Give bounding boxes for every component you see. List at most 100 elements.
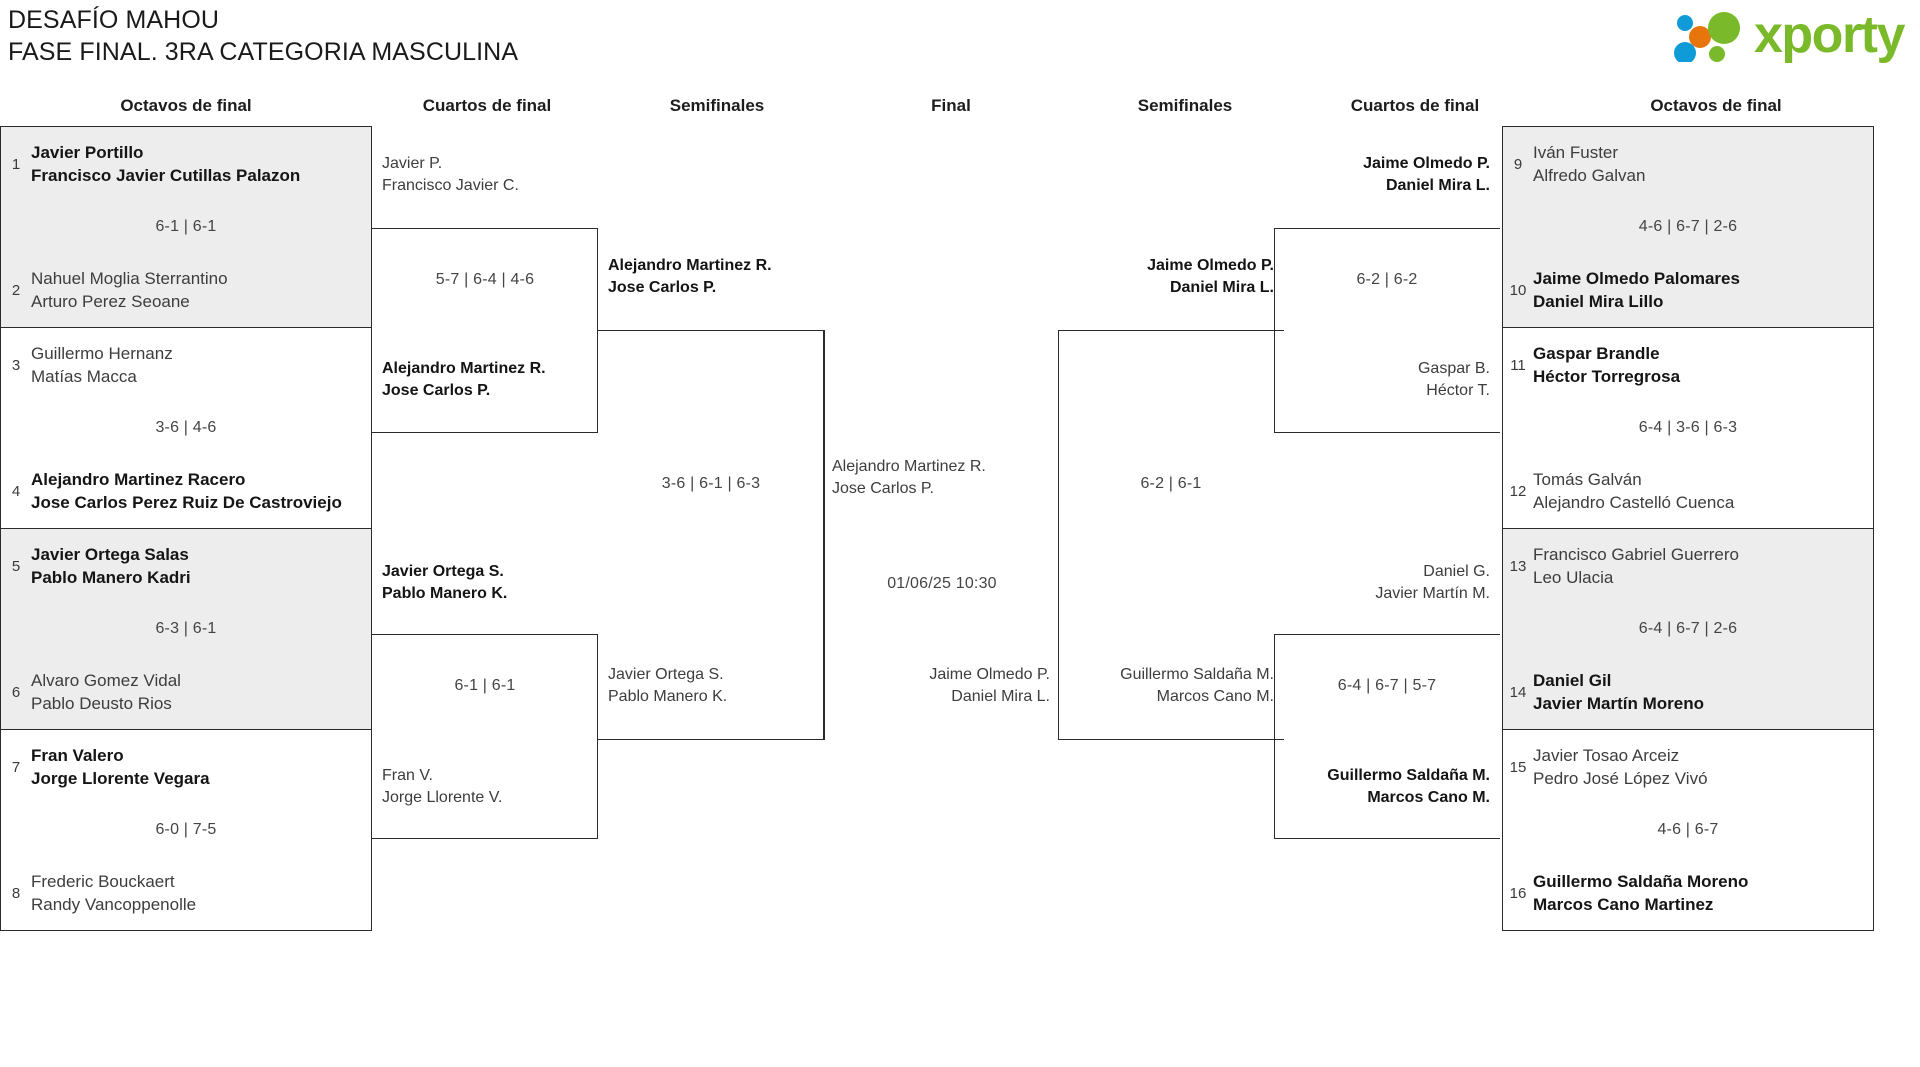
round-header-octavos-left: Octavos de final	[120, 96, 252, 115]
match-block[interactable]: 7 Fran Valero Jorge Llorente Vegara 6-0 …	[0, 729, 372, 931]
octavos-right-column: 9 Iván Fuster Alfredo Galvan 4-6 | 6-7 |…	[1502, 126, 1874, 931]
player-name: Jorge Llorente Vegara	[31, 769, 210, 788]
seed-number: 3	[11, 356, 21, 374]
team-row: 15 Javier Tosao Arceiz Pedro José López …	[1503, 744, 1873, 790]
match-block[interactable]: 15 Javier Tosao Arceiz Pedro José López …	[1502, 729, 1874, 931]
round-header-cuartos-right: Cuartos de final	[1350, 96, 1480, 115]
seed-number: 6	[11, 683, 21, 701]
cuartos-left-match1-score: 5-7 | 6-4 | 4-6	[372, 271, 598, 289]
team-row: 6 Alvaro Gomez Vidal Pablo Deusto Rios	[1, 669, 371, 715]
player-name: Pablo Deusto Rios	[31, 694, 172, 713]
player-name: Jose Carlos Perez Ruiz De Castroviejo	[31, 493, 342, 512]
player-name: Tomás Galván	[1533, 470, 1642, 489]
team-names: Javier Ortega Salas Pablo Manero Kadri	[31, 543, 371, 589]
player-name: Guillermo Hernanz	[31, 344, 173, 363]
player-name: Alejandro Martinez R.	[832, 458, 986, 475]
player-name: Javier Portillo	[31, 143, 144, 162]
logo-dots-icon	[1674, 12, 1740, 62]
player-name: Javier Ortega S.	[382, 563, 504, 580]
player-name: Arturo Perez Seoane	[31, 292, 190, 311]
semis-right-score: 6-2 | 6-1	[1058, 475, 1284, 493]
final-right-team: Jaime Olmedo P. Daniel Mira L.	[826, 664, 1050, 708]
round-header-semis-right: Semifinales	[1137, 96, 1233, 115]
page-title: DESAFÍO MAHOU FASE FINAL. 3RA CATEGORIA …	[8, 4, 518, 68]
match-score: 3-6 | 6-1 | 6-3	[661, 475, 761, 492]
seed-number: 2	[11, 281, 21, 299]
seed-number: 10	[1509, 281, 1527, 299]
player-name: Marcos Cano M.	[1367, 789, 1490, 806]
player-name: Jorge Llorente V.	[382, 789, 503, 806]
seed-number: 13	[1509, 557, 1527, 575]
player-name: Francisco Gabriel Guerrero	[1533, 545, 1739, 564]
player-name: Alejandro Martinez R.	[608, 257, 772, 274]
player-name: Daniel Gil	[1533, 671, 1612, 690]
team-names: Guillermo Saldaña Moreno Marcos Cano Mar…	[1533, 870, 1873, 916]
semis-left-bottom: Javier Ortega S. Pablo Manero K.	[608, 664, 727, 708]
player-name: Daniel Mira L.	[1385, 177, 1490, 194]
player-name: Leo Ulacia	[1533, 568, 1614, 587]
final-left-stem	[824, 330, 825, 740]
semis-left-score: 3-6 | 6-1 | 6-3	[598, 475, 824, 493]
cuartos-right-match1-top: Jaime Olmedo P. Daniel Mira L.	[1274, 153, 1490, 197]
team-names: Nahuel Moglia Sterrantino Arturo Perez S…	[31, 267, 371, 313]
cuartos-left-match1-bottom: Alejandro Martinez R. Jose Carlos P.	[382, 358, 546, 402]
player-name: Héctor Torregrosa	[1533, 367, 1681, 386]
seed-number: 12	[1509, 482, 1527, 500]
final-schedule: 01/06/25 10:30	[826, 575, 1058, 593]
player-name: Guillermo Saldaña M.	[1327, 767, 1490, 784]
team-names: Jaime Olmedo Palomares Daniel Mira Lillo	[1533, 267, 1873, 313]
player-name: Francisco Javier C.	[382, 177, 519, 194]
player-name: Javier Ortega S.	[608, 666, 724, 683]
cuartos-right-match1-score: 6-2 | 6-2	[1274, 271, 1500, 289]
team-row: 3 Guillermo Hernanz Matías Macca	[1, 342, 371, 388]
match-score: 6-1 | 6-1	[155, 218, 217, 235]
semis-right-bottom: Guillermo Saldaña M. Marcos Cano M.	[1058, 664, 1274, 708]
seed-number: 15	[1509, 758, 1527, 776]
match-block[interactable]: 5 Javier Ortega Salas Pablo Manero Kadri…	[0, 528, 372, 730]
player-name: Iván Fuster	[1533, 143, 1619, 162]
octavos-left-column: 1 Javier Portillo Francisco Javier Cutil…	[0, 126, 372, 931]
player-name: Nahuel Moglia Sterrantino	[31, 269, 228, 288]
match-datetime: 01/06/25 10:30	[887, 575, 997, 592]
round-header-final: Final	[931, 96, 971, 115]
cuartos-left-match2-top: Javier Ortega S. Pablo Manero K.	[382, 561, 507, 605]
player-name: Alejandro Castelló Cuenca	[1533, 493, 1735, 512]
seed-number: 11	[1510, 356, 1526, 374]
match-block[interactable]: 3 Guillermo Hernanz Matías Macca 3-6 | 4…	[0, 327, 372, 529]
player-name: Matías Macca	[31, 367, 137, 386]
player-name: Gaspar Brandle	[1533, 344, 1660, 363]
match-block[interactable]: 1 Javier Portillo Francisco Javier Cutil…	[0, 126, 372, 328]
team-names: Francisco Gabriel Guerrero Leo Ulacia	[1533, 543, 1873, 589]
team-row: 1 Javier Portillo Francisco Javier Cutil…	[1, 141, 371, 187]
player-name: Guillermo Saldaña M.	[1120, 666, 1274, 683]
cuartos-left-bracket-2	[372, 634, 598, 839]
tournament-name: DESAFÍO MAHOU	[8, 6, 220, 34]
player-name: Alejandro Martinez Racero	[31, 470, 246, 489]
match-block[interactable]: 13 Francisco Gabriel Guerrero Leo Ulacia…	[1502, 528, 1874, 730]
semis-right-bracket	[1058, 330, 1284, 740]
player-name: Marcos Cano Martinez	[1533, 895, 1714, 914]
semis-left-top: Alejandro Martinez R. Jose Carlos P.	[608, 255, 772, 299]
player-name: Jaime Olmedo P.	[1363, 155, 1490, 172]
player-name: Daniel G.	[1423, 563, 1490, 580]
cuartos-right-match2-score: 6-4 | 6-7 | 5-7	[1274, 677, 1500, 695]
player-name: Daniel Mira Lillo	[1533, 292, 1664, 311]
player-name: Jose Carlos P.	[608, 279, 717, 296]
match-score: 4-6 | 6-7 | 2-6	[1638, 218, 1738, 235]
match-score: 5-7 | 6-4 | 4-6	[435, 271, 535, 288]
cuartos-left-bracket-1	[372, 228, 598, 433]
player-name: Guillermo Saldaña Moreno	[1533, 872, 1749, 891]
player-name: Alvaro Gomez Vidal	[31, 671, 181, 690]
match-block[interactable]: 9 Iván Fuster Alfredo Galvan 4-6 | 6-7 |…	[1502, 126, 1874, 328]
seed-number: 7	[11, 758, 21, 776]
xporty-logo[interactable]: xporty	[1672, 6, 1908, 64]
team-row: 2 Nahuel Moglia Sterrantino Arturo Perez…	[1, 267, 371, 313]
player-name: Pablo Manero Kadri	[31, 568, 191, 587]
player-name: Alfredo Galvan	[1533, 166, 1646, 185]
match-block[interactable]: 11 Gaspar Brandle Héctor Torregrosa 6-4 …	[1502, 327, 1874, 529]
seed-number: 9	[1513, 155, 1523, 173]
player-name: Gaspar B.	[1417, 360, 1490, 377]
match-score: 6-4 | 3-6 | 6-3	[1638, 419, 1738, 436]
team-names: Gaspar Brandle Héctor Torregrosa	[1533, 342, 1873, 388]
player-name: Daniel Mira L.	[1169, 279, 1274, 296]
